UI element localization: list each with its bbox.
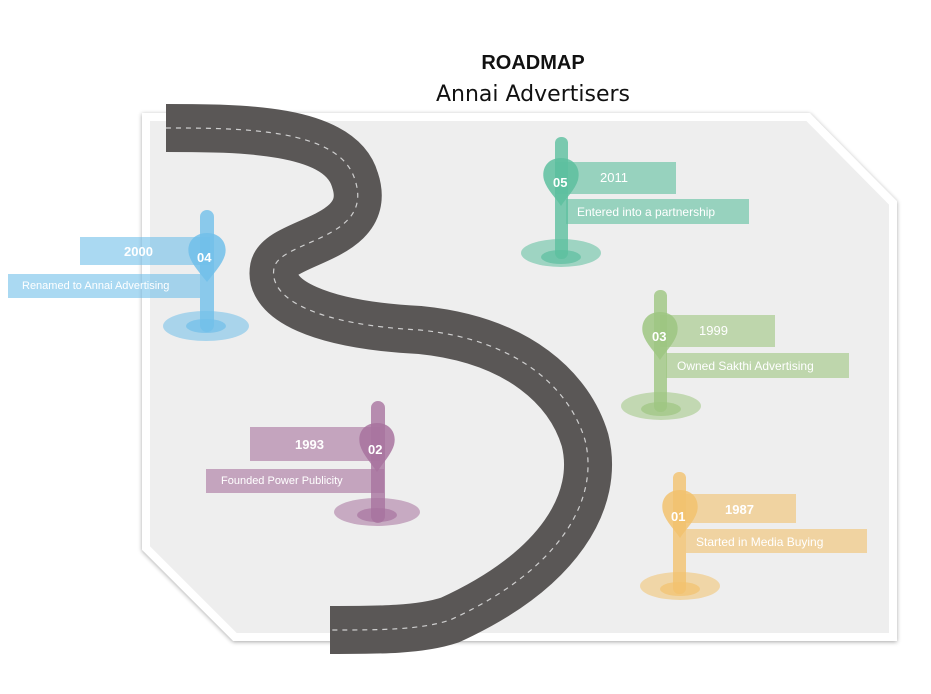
milestone-05-description: Entered into a partnership — [577, 205, 716, 219]
milestone-01-year: 1987 — [725, 502, 754, 517]
milestone-01-desc-box — [686, 529, 867, 553]
milestone-01-year-box — [680, 494, 796, 523]
milestone-02-year: 1993 — [295, 437, 324, 452]
milestone-02-year-box — [250, 427, 380, 461]
milestone-02-description: Founded Power Publicity — [221, 475, 343, 487]
milestone-05-pin — [543, 158, 579, 206]
milestone-04-desc-box — [8, 274, 200, 298]
milestone-05 — [521, 137, 749, 267]
milestone-02 — [206, 401, 420, 526]
milestone-02-number: 02 — [368, 442, 383, 457]
milestone-01-description: Started in Media Buying — [696, 535, 824, 549]
milestone-03-desc-box — [666, 353, 849, 378]
milestone-05-desc-box — [566, 199, 749, 224]
milestone-03-pin — [642, 312, 678, 360]
milestone-01-number: 01 — [671, 509, 686, 524]
milestone-01 — [640, 472, 867, 600]
road-center-line — [165, 127, 589, 631]
milestone-04-description: Renamed to Annai Advertising — [22, 280, 170, 292]
milestone-05-year: 2011 — [600, 170, 628, 185]
milestone-03-year-box — [660, 315, 775, 347]
milestone-01-pin — [662, 490, 698, 538]
milestone-02-pin — [359, 423, 395, 472]
milestone-04-pin — [188, 233, 226, 282]
milestone-05-number: 05 — [553, 175, 568, 190]
page-title: ROADMAP — [481, 52, 585, 74]
milestone-04-number: 04 — [197, 250, 212, 265]
milestone-03 — [621, 290, 849, 420]
milestone-04-year: 2000 — [124, 244, 153, 259]
milestone-04-year-box — [80, 237, 210, 265]
milestone-03-description: Owned Sakthi Advertising — [677, 359, 814, 373]
page-subtitle: Annai Advertisers — [436, 82, 630, 107]
milestone-04 — [8, 210, 249, 341]
milestone-03-year: 1999 — [699, 323, 728, 338]
milestone-02-desc-box — [206, 469, 384, 493]
milestone-03-number: 03 — [652, 329, 667, 344]
